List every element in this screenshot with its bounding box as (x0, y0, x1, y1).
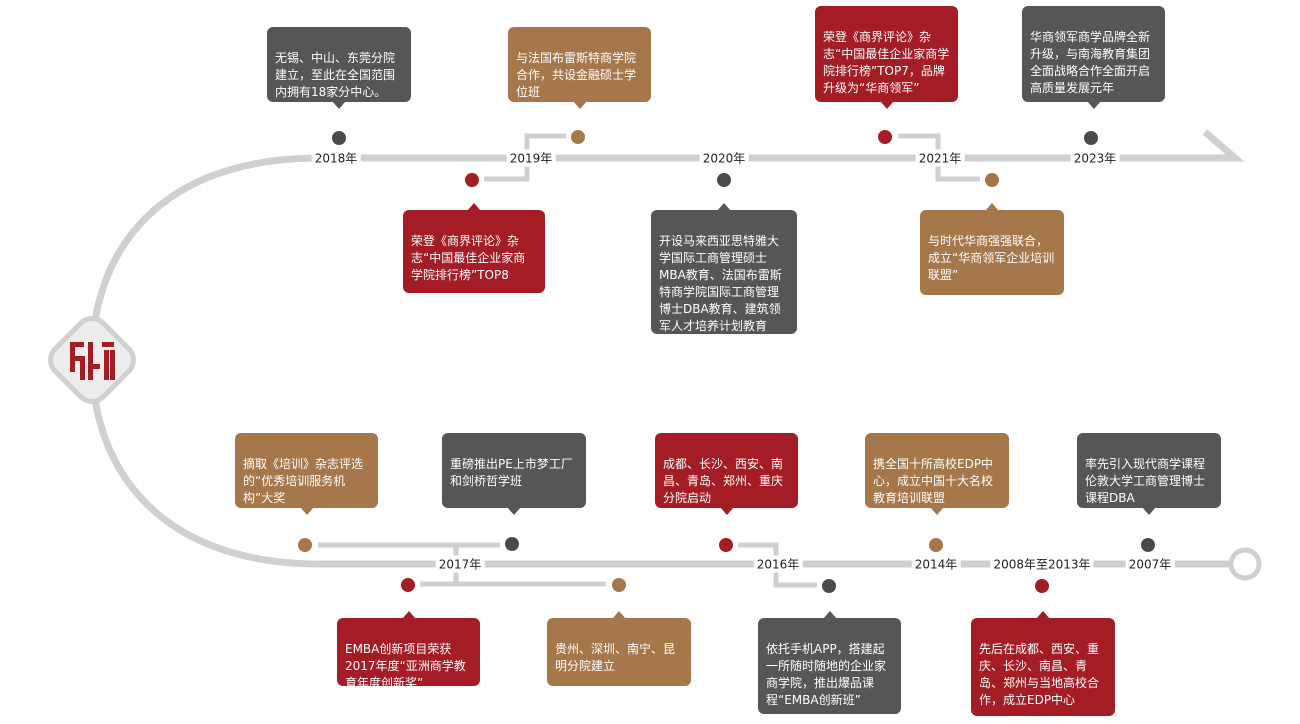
event-card: 华商领军商学品牌全新升级，与南海教育集团全面战略合作全面开启高质量发展元年 (1022, 6, 1165, 109)
year-label: 2014年 (911, 555, 961, 573)
timeline-end-circle (1228, 547, 1262, 581)
milestone-dot (822, 579, 836, 593)
milestone-dot (1084, 131, 1098, 145)
year-label: 2016年 (753, 555, 803, 573)
milestone-dot (401, 578, 415, 592)
milestone-dot (985, 173, 999, 187)
event-card: 与法国布雷斯特商学院合作，共设金融硕士学位班 (508, 27, 651, 109)
year-label: 2019年 (506, 149, 556, 167)
event-card: 摘取《培训》杂志评选的“优秀培训服务机构”大奖 (235, 433, 378, 515)
event-card: 携全国十所高校EDP中心，成立中国十大名校教育培训联盟 (865, 433, 1009, 515)
year-label: 2007年 (1125, 555, 1175, 573)
year-label: 2008年至2013年 (990, 555, 1094, 573)
event-card: 开设马来西亚思特雅大学国际工商管理硕士MBA教育、法国布雷斯特商学院国际工商管理… (651, 203, 797, 334)
milestone-dot (929, 538, 943, 552)
event-card: 成都、长沙、西安、南昌、青岛、郑州、重庆分院启动 (655, 433, 798, 515)
milestone-dot (612, 578, 626, 592)
event-card: 先后在成都、西安、重庆、长沙、南昌、青岛、郑州与当地高校合作，成立EDP中心 (971, 611, 1115, 716)
event-card: 重磅推出PE上市梦工厂和剑桥哲学班 (442, 433, 586, 515)
event-card: 贵州、深圳、南宁、昆明分院建立 (547, 611, 691, 686)
year-label: 2018年 (311, 149, 361, 167)
event-card: 荣登《商界评论》杂志“中国最佳企业家商学院排行榜”TOP8 (403, 203, 545, 293)
year-label: 2017年 (435, 555, 485, 573)
event-card: 无锡、中山、东莞分院建立，至此在全国范围内拥有18家分中心。 (267, 27, 411, 109)
milestone-dot (717, 173, 731, 187)
milestone-dot (465, 173, 479, 187)
year-label: 2020年 (699, 149, 749, 167)
milestone-dot (332, 131, 346, 145)
brand-logo-icon (44, 312, 140, 408)
event-card: 率先引入现代商学课程伦敦大学工商管理博士课程DBA (1077, 433, 1221, 515)
year-label: 2021年 (915, 149, 965, 167)
milestone-dot (878, 130, 892, 144)
year-label: 2023年 (1070, 149, 1120, 167)
event-card: 与时代华商强强联合，成立“华商领军企业培训联盟” (920, 203, 1064, 295)
timeline-arrow-icon (1202, 129, 1245, 162)
event-card: 荣登《商界评论》杂志“中国最佳企业家商学院排行榜”TOP7，品牌升级为“华商领军… (815, 6, 958, 109)
milestone-dot (571, 130, 585, 144)
milestone-dot (1035, 579, 1049, 593)
milestone-dot (1141, 538, 1155, 552)
milestone-dot (719, 538, 733, 552)
event-card: 依托手机APP，搭建起一所随时随地的企业家商学院，推出爆品课程“EMBA创新班” (758, 611, 901, 714)
milestone-dot (505, 537, 519, 551)
event-card: EMBA创新项目荣获2017年度“亚洲商学教育年度创新奖” (337, 611, 480, 690)
milestone-dot (298, 538, 312, 552)
